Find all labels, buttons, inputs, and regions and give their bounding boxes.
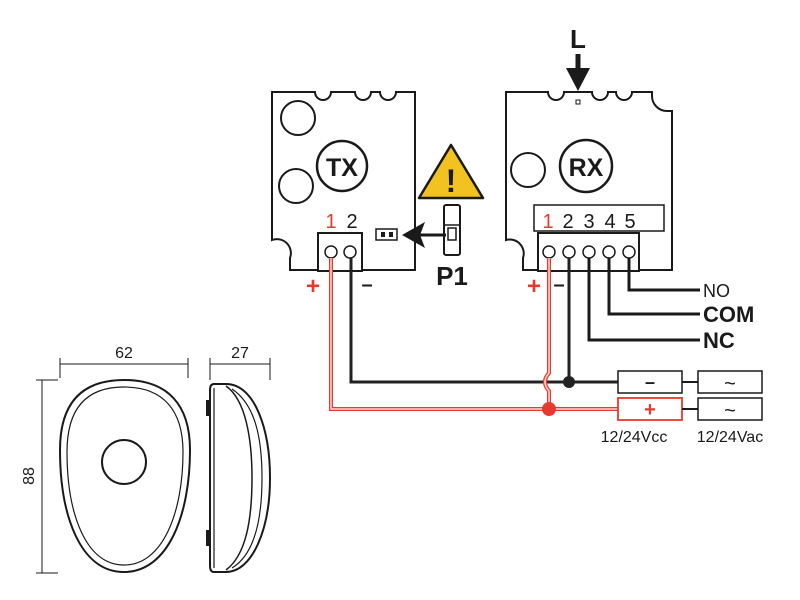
jumper-p1: ! P1 xyxy=(402,143,485,291)
transmitter-hole-top xyxy=(280,100,316,136)
receiver-terminal-1: 1 xyxy=(542,211,553,233)
jumper-connector-pin xyxy=(447,227,457,241)
relay-no-label: NO xyxy=(703,281,730,301)
relay-output-wires: NO COM NC xyxy=(587,258,754,353)
receiver-terminal-screw-5 xyxy=(622,245,636,259)
receiver-positive-symbol: + xyxy=(527,273,541,300)
warning-icon xyxy=(417,143,485,200)
receiver-board: L RX 1 2 3 4 5 + – xyxy=(505,24,673,300)
jumper-label: P1 xyxy=(436,261,468,291)
jumper-pins xyxy=(375,228,398,241)
transmitter-terminal-2: 2 xyxy=(346,211,357,233)
wire-nc xyxy=(587,258,700,342)
relay-nc-label: NC xyxy=(703,328,735,353)
negative-junction xyxy=(563,376,575,388)
front-height-label: 88 xyxy=(21,467,38,485)
receiver-terminal-screw-4 xyxy=(602,245,616,259)
receiver-terminal-4: 4 xyxy=(604,211,615,233)
side-mounting-tab-top xyxy=(206,400,211,416)
wire-positive-rx-core xyxy=(544,258,550,409)
receiver-arrow-icon xyxy=(566,68,590,91)
warning-exclamation: ! xyxy=(446,163,457,199)
transmitter-terminal-screw-2 xyxy=(343,245,357,259)
transmitter-negative-symbol: – xyxy=(361,274,372,296)
side-view: 27 xyxy=(206,345,272,573)
dc-voltage-label: 12/24Vcc xyxy=(601,429,668,446)
receiver-terminal-5: 5 xyxy=(624,211,635,233)
transmitter-positive-symbol: + xyxy=(306,273,320,300)
transmitter-hole-bottom xyxy=(278,168,314,204)
ac-terminal-1 xyxy=(697,370,763,394)
receiver-label: RX xyxy=(569,154,604,182)
jumper-pin-2 xyxy=(389,232,393,237)
side-depth-label: 27 xyxy=(231,345,249,362)
receiver-arrow-label: L xyxy=(570,24,586,54)
receiver-negative-symbol: – xyxy=(553,274,564,296)
power-supply: – + ~ ~ 12/24Vcc 12/24Vac xyxy=(601,370,763,446)
front-body-inner xyxy=(66,386,184,566)
front-view: 62 88 xyxy=(21,345,192,574)
receiver-terminal-screw-2 xyxy=(562,245,576,259)
ac-voltage-label: 12/24Vac xyxy=(697,429,763,446)
wire-no xyxy=(627,258,700,292)
transmitter-board: TX 1 2 + – xyxy=(271,91,416,300)
wire-negative xyxy=(349,258,620,384)
receiver-hole xyxy=(510,152,546,188)
transmitter-terminal-screw-1 xyxy=(324,245,338,259)
dc-positive-symbol: + xyxy=(644,399,656,421)
ac-terminal-2 xyxy=(697,397,763,421)
receiver-terminal-screw-1 xyxy=(542,245,556,259)
ac-symbol-1: ~ xyxy=(724,373,736,395)
front-lens-icon xyxy=(101,439,147,485)
receiver-badge xyxy=(558,138,614,194)
receiver-terminal-2: 2 xyxy=(562,211,573,233)
wire-positive-tx-core xyxy=(330,258,620,410)
positive-junction xyxy=(542,402,556,416)
side-body-edge xyxy=(225,385,253,571)
receiver-terminal-3: 3 xyxy=(583,211,594,233)
transmitter-terminal-1: 1 xyxy=(325,211,336,233)
transmitter-label: TX xyxy=(326,154,358,182)
power-wires xyxy=(329,258,620,416)
wire-com xyxy=(607,258,700,316)
wire-positive-tx xyxy=(329,258,620,411)
transmitter-badge xyxy=(315,139,369,193)
side-mounting-tab-bottom xyxy=(206,530,211,546)
receiver-terminal-screw-3 xyxy=(582,245,596,259)
jumper-pin-1 xyxy=(381,232,385,237)
side-body-outline xyxy=(209,383,272,573)
front-width-label: 62 xyxy=(115,345,133,362)
side-body-edge-inner xyxy=(231,388,263,569)
receiver-terminal-label-box xyxy=(533,204,665,232)
ac-symbol-2: ~ xyxy=(724,400,736,422)
relay-com-label: COM xyxy=(703,302,754,327)
receiver-led xyxy=(575,99,581,105)
jumper-arrow-icon xyxy=(402,222,425,248)
dc-negative-symbol: – xyxy=(645,372,655,392)
